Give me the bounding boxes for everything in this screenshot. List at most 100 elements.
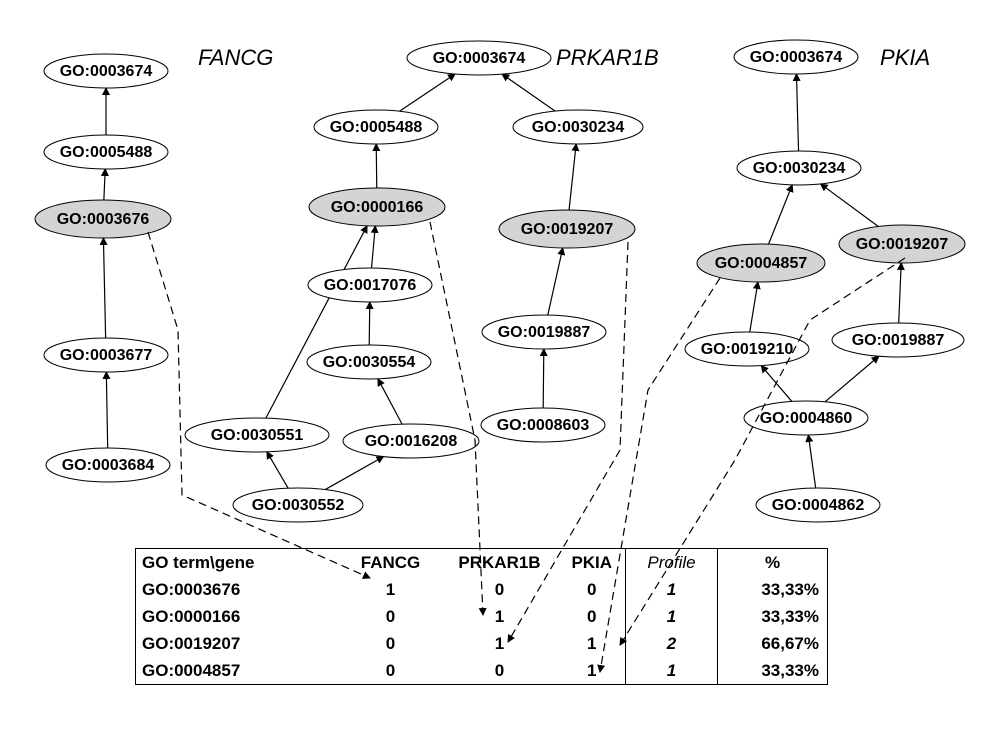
go-node-prkar1b-go0019887: GO:0019887 — [481, 314, 607, 350]
node-label: GO:0008603 — [497, 417, 590, 434]
edge-arrow — [266, 450, 289, 489]
go-node-prkar1b-go0016208: GO:0016208 — [342, 423, 480, 459]
edge-arrow — [896, 261, 905, 324]
gene-title-fancg: FANCG — [198, 45, 273, 70]
edge-arrow — [767, 183, 794, 245]
node-label: GO:0003684 — [62, 457, 155, 474]
go-node-pkia-go0019210: GO:0019210 — [684, 331, 810, 367]
go-node-prkar1b-go0017076: GO:0017076 — [307, 267, 433, 303]
node-label: GO:0004862 — [772, 497, 865, 514]
node-ellipse — [512, 109, 644, 145]
go-node-prkar1b-go0019207: GO:0019207 — [498, 209, 636, 249]
gene-title-pkia: PKIA — [880, 45, 930, 70]
edge-arrow — [99, 236, 108, 339]
edge-arrow — [760, 364, 793, 402]
node-label: GO:0003676 — [57, 211, 150, 228]
node-label: GO:0003677 — [60, 347, 153, 364]
node-label: GO:0003674 — [433, 50, 526, 67]
edge-arrow — [819, 183, 879, 227]
edge-arrow — [547, 246, 566, 316]
node-ellipse — [733, 39, 859, 75]
cell-profile: 1 — [625, 603, 718, 630]
node-label: GO:0019207 — [856, 236, 949, 253]
edge-arrow — [377, 377, 403, 425]
go-node-pkia-go0004862: GO:0004862 — [755, 487, 881, 523]
go-node-prkar1b-go0030551: GO:0030551 — [184, 417, 330, 453]
node-ellipse — [406, 40, 552, 76]
node-label: GO:0019207 — [521, 221, 614, 238]
edge-arrow — [539, 347, 548, 409]
cell-pkia: 0 — [587, 607, 597, 626]
edge-arrow — [102, 370, 111, 449]
node-ellipse — [43, 134, 169, 170]
go-node-prkar1b-go0000166: GO:0000166 — [308, 187, 446, 227]
go-node-fancg-go0003677: GO:0003677 — [43, 337, 169, 373]
edge-arrow — [370, 224, 379, 269]
go-node-pkia-go0019887: GO:0019887 — [831, 322, 965, 358]
node-label: GO:0019887 — [498, 324, 591, 341]
node-label: GO:0017076 — [324, 277, 417, 294]
cell-pkia: 0 — [587, 580, 597, 599]
header-pkia: PKIA — [571, 553, 613, 572]
go-node-fancg-go0005488: GO:0005488 — [43, 134, 169, 170]
cell-percent: 33,33% — [761, 580, 819, 599]
go-node-fancg-go0003676: GO:0003676 — [34, 199, 172, 239]
edge-arrow — [365, 300, 374, 346]
table-row: GO:0019207 0 1 1 2 66,67% — [136, 630, 828, 657]
cell-fancg: 1 — [385, 580, 396, 599]
cell-go-term: GO:0004857 — [142, 661, 241, 680]
cell-fancg: 0 — [385, 607, 396, 626]
edge-arrow — [792, 72, 801, 152]
node-label: GO:0016208 — [365, 433, 458, 450]
go-node-prkar1b-go0030554: GO:0030554 — [306, 344, 432, 380]
go-node-fancg-go0003684: GO:0003684 — [45, 447, 171, 483]
node-ellipse — [313, 109, 439, 145]
header-prkar1b: PRKAR1B — [458, 553, 541, 572]
cell-percent: 33,33% — [761, 661, 819, 680]
go-node-pkia-go0019207: GO:0019207 — [838, 224, 966, 264]
table-header-row: GO term\gene FANCG PRKAR1B PKIA Profile … — [136, 548, 828, 576]
go-node-prkar1b-go0030552: GO:0030552 — [232, 487, 364, 523]
node-ellipse — [43, 53, 169, 89]
go-node-pkia-go0030234: GO:0030234 — [736, 150, 862, 186]
header-go-term-gene: GO term\gene — [142, 553, 255, 572]
edge-arrow — [100, 167, 109, 201]
node-label: GO:0030234 — [753, 160, 846, 177]
node-label: GO:0004857 — [715, 255, 808, 272]
edge-arrow — [749, 280, 761, 333]
cell-profile: 2 — [625, 630, 718, 657]
edge-arrow — [399, 73, 456, 112]
go-node-prkar1b-go0003674: GO:0003674 — [406, 40, 552, 76]
node-label: GO:0019210 — [701, 341, 794, 358]
node-label: GO:0019887 — [852, 332, 945, 349]
edge-arrow — [824, 355, 880, 403]
header-profile: Profile — [625, 548, 718, 576]
cell-fancg: 0 — [385, 661, 396, 680]
node-label: GO:0004860 — [760, 410, 853, 427]
cell-profile: 1 — [625, 657, 718, 685]
go-node-prkar1b-go0030234: GO:0030234 — [512, 109, 644, 145]
node-label: GO:0003674 — [60, 63, 153, 80]
cell-pkia: 1 — [587, 661, 597, 680]
cell-percent: 33,33% — [761, 607, 819, 626]
go-node-fancg-go0003674: GO:0003674 — [43, 53, 169, 89]
node-label: GO:0030551 — [211, 427, 304, 444]
go-node-pkia-go0004860: GO:0004860 — [743, 400, 869, 436]
node-label: GO:0030554 — [323, 354, 416, 371]
cell-profile: 1 — [625, 576, 718, 603]
cell-go-term: GO:0003676 — [142, 580, 241, 599]
node-ellipse — [34, 199, 172, 239]
cell-pkia: 1 — [587, 634, 597, 653]
table-row: GO:0004857 0 0 1 1 33,33% — [136, 657, 828, 685]
cell-fancg: 0 — [385, 634, 396, 653]
edge-arrow — [501, 73, 556, 112]
gene-title-prkar1b: PRKAR1B — [556, 45, 659, 70]
node-ellipse — [308, 187, 446, 227]
node-label: GO:0030552 — [252, 497, 345, 514]
node-ellipse — [736, 150, 862, 186]
edge-arrow — [372, 142, 381, 189]
edge-arrow — [568, 142, 580, 211]
table-row: GO:0000166 0 1 0 1 33,33% — [136, 603, 828, 630]
cell-prkar1b: 1 — [494, 634, 505, 653]
edge-arrow — [324, 456, 385, 491]
